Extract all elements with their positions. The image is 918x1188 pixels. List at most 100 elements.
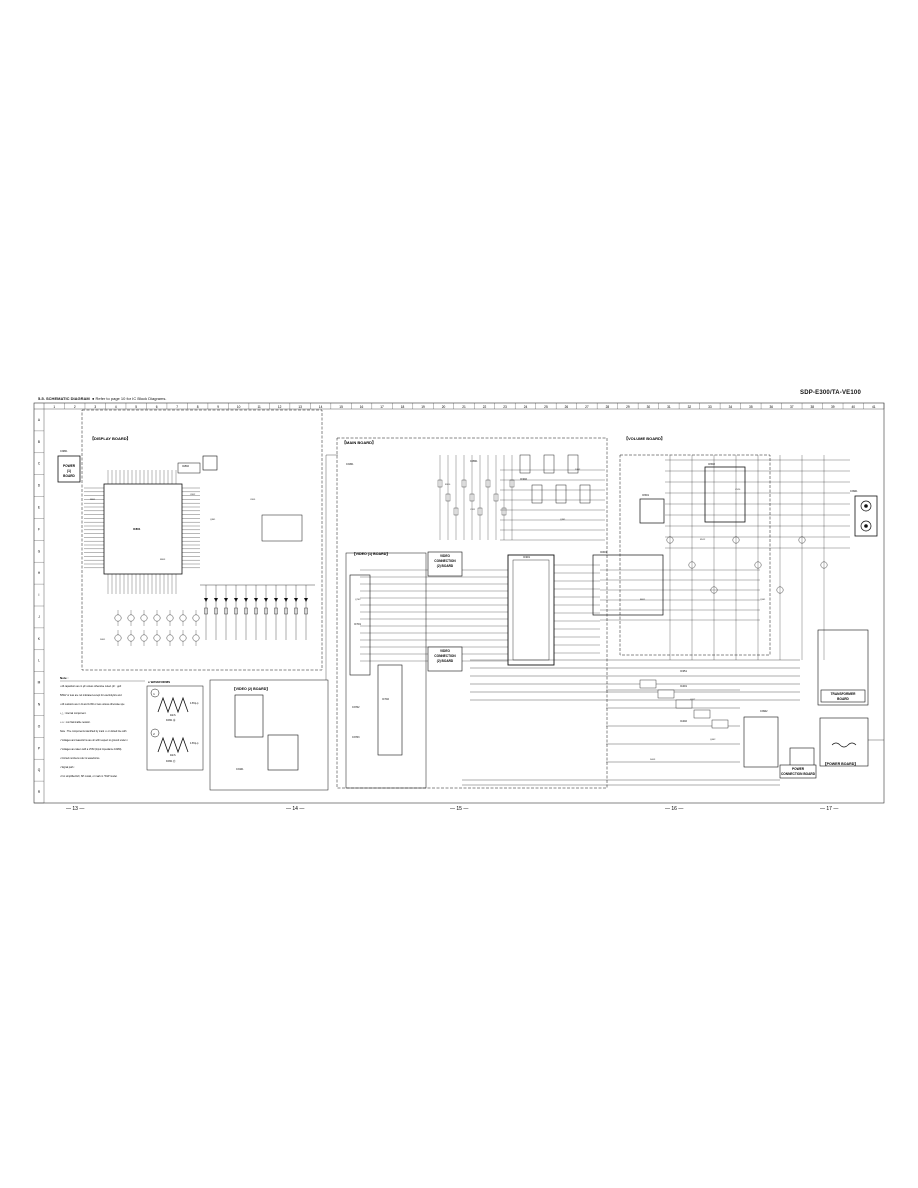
- component-label: Q301: [560, 519, 566, 521]
- ic801-body: [103, 483, 183, 575]
- transistor-symbol: [153, 614, 161, 622]
- svg-text:BOARD: BOARD: [837, 697, 849, 701]
- ic-label: IC801: [133, 527, 141, 531]
- video1-board-label: 【VIDEO (1) BOARD】: [352, 551, 390, 556]
- waveform-1-amplitude: 4.8Vp-p: [190, 702, 199, 705]
- grid-column-label: 19: [421, 405, 425, 409]
- component-label: C805: [250, 499, 256, 501]
- component-label: R512: [700, 539, 706, 541]
- svg-text:POWER: POWER: [792, 767, 805, 771]
- svg-text:VIDEO: VIDEO: [440, 554, 450, 558]
- resistor-symbol: [294, 607, 298, 615]
- grid-column-label: 8: [197, 405, 199, 409]
- transistor-symbol: [798, 536, 806, 544]
- transistor-symbol: [127, 614, 135, 622]
- diode-symbol: [204, 598, 208, 602]
- transistor-symbol: [166, 634, 174, 642]
- power-board-label: 【POWER BOARD】: [823, 761, 858, 766]
- grid-row-label: R: [38, 790, 41, 794]
- grid-row-label: Q: [38, 768, 41, 772]
- transistor-symbol: [732, 536, 740, 544]
- grid-row-label: I: [39, 593, 40, 597]
- transistor-symbol: [820, 561, 828, 569]
- notes-text: Note : • All capacitors are in μF unless …: [60, 676, 128, 778]
- grid-column-label: 16: [360, 405, 364, 409]
- waveforms-title: ● WAVEFORMS: [148, 680, 170, 684]
- ic-label: IC301: [523, 555, 530, 559]
- svg-text:(2) BOARD: (2) BOARD: [437, 564, 454, 568]
- grid-row-label: A: [38, 418, 41, 422]
- waveform-2-ref: IC801 ⑰: [166, 759, 176, 763]
- grid-row-label: P: [38, 746, 40, 750]
- waveform-2-index: 2: [153, 732, 155, 736]
- resistor-symbol: [304, 607, 308, 615]
- main-dsp-ic: [507, 554, 555, 666]
- ic-block: [711, 719, 729, 729]
- notes-title: Note :: [60, 676, 69, 680]
- waveform-2-trace: [157, 736, 189, 754]
- speaker-terminals: [854, 495, 878, 537]
- transistor-symbol: [140, 614, 148, 622]
- note-line: • △ : internal component.: [60, 712, 87, 715]
- resistor-symbol: [284, 607, 288, 615]
- note-line: • All capacitors are in μF unless otherw…: [60, 685, 122, 688]
- resistor-symbol: [244, 607, 248, 615]
- ic-block: [531, 484, 543, 504]
- page-number-13: — 13 —: [66, 806, 84, 812]
- volume-board-region: [592, 454, 771, 656]
- ic801-pins: [84, 470, 200, 594]
- ic-label: IC702: [382, 697, 389, 701]
- ic-block: [519, 454, 531, 474]
- grid-row-label: D: [38, 484, 41, 488]
- grid-column-label: 29: [626, 405, 630, 409]
- grid-column-label: 5: [135, 405, 137, 409]
- diode-symbol: [264, 598, 268, 602]
- diode-symbol: [214, 598, 218, 602]
- transistor-symbol: [153, 634, 161, 642]
- waveform-panel: [146, 685, 204, 771]
- transistor-symbol: [192, 614, 200, 622]
- resistor-symbol: [264, 607, 268, 615]
- grid-row-label: N: [38, 703, 41, 707]
- note-line: • Voltages and waveforms are dc with res…: [60, 739, 128, 742]
- main-board-circuits: [360, 454, 605, 662]
- waveform-1-ref: IC801 ⑳: [166, 718, 176, 722]
- svg-text:CONNECTION: CONNECTION: [434, 654, 456, 658]
- grid-column-label: 23: [503, 405, 507, 409]
- ic-label: IC402: [680, 719, 687, 723]
- resistor-symbol: [485, 479, 491, 488]
- svg-text:POWER: POWER: [63, 464, 76, 468]
- power-connection-label: POWER CONNECTION BOARD: [779, 764, 817, 779]
- component-labels: R801C802Q801D801R803C805Q703R310C311Q301…: [90, 469, 766, 761]
- diode-symbol: [304, 598, 308, 602]
- note-line: • All resistors are in Ω and 1/4W or les…: [60, 703, 125, 706]
- grid-column-label: 1: [53, 405, 55, 409]
- grid-row-label: B: [38, 440, 40, 444]
- waveform-2-index-circle: [150, 728, 160, 738]
- section-title: 5-5. SCHEMATIC DIAGRAM: [38, 396, 90, 401]
- transistor-symbol: [666, 536, 674, 544]
- grid-row-label: F: [38, 527, 40, 531]
- diode-symbol: [284, 598, 288, 602]
- connector-label: CN902: [760, 710, 768, 713]
- diode-symbol: [294, 598, 298, 602]
- connector-label: CN501: [470, 460, 478, 463]
- grid-column-label: 13: [298, 405, 302, 409]
- waveform-1-index-circle: [150, 688, 160, 698]
- ic-label: IC351: [680, 669, 687, 673]
- resistor-symbol: [445, 493, 451, 502]
- waveform-2-amplitude: 4.8Vp-p: [190, 742, 199, 745]
- main-board-region: [336, 437, 608, 789]
- grid-column-label: 25: [544, 405, 548, 409]
- ic-block: [543, 454, 555, 474]
- ic-label: IC502: [708, 462, 715, 466]
- grid-column-label: 3: [94, 405, 96, 409]
- resistor-symbol: [274, 607, 278, 615]
- grid-column-label: 22: [483, 405, 487, 409]
- transistor-symbol: [166, 614, 174, 622]
- grid-column-label: 15: [339, 405, 343, 409]
- grid-column-label: 39: [831, 405, 835, 409]
- grid-column-label: 2: [74, 405, 76, 409]
- svg-text:VIDEO: VIDEO: [440, 649, 450, 653]
- component-label: Q703: [355, 599, 361, 601]
